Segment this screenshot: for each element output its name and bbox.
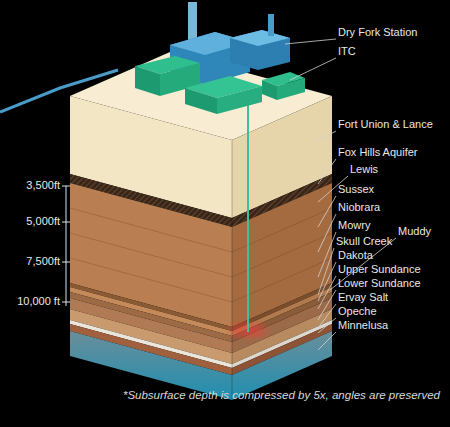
facility-label: ITC	[338, 45, 356, 58]
formation-label: Minnelusa	[338, 319, 388, 332]
power-plant	[135, 2, 305, 114]
capture-module	[135, 66, 160, 96]
formation-label: Dakota	[338, 249, 373, 262]
capture-module	[217, 86, 262, 114]
caption: *Subsurface depth is compressed by 5x, a…	[123, 388, 440, 402]
plant-building	[230, 30, 290, 70]
layer-lines	[70, 208, 232, 302]
formation-label: Lower Sundance	[338, 277, 421, 290]
formation-label: Sussex	[338, 183, 374, 196]
depth-scale	[62, 186, 70, 306]
formation-label: Opeche	[338, 305, 377, 318]
formation-label: Fox Hills Aquifer	[338, 146, 417, 159]
facility-label: Dry Fork Station	[338, 26, 417, 39]
formation-label: Upper Sundance	[338, 263, 421, 276]
left-face	[70, 96, 232, 400]
capture-module	[262, 80, 277, 100]
formation-label: Lewis	[350, 163, 378, 176]
right-face	[232, 96, 332, 400]
stack	[268, 14, 274, 36]
block-edge	[232, 140, 233, 400]
capture-module	[185, 88, 217, 114]
depth-label: 3,500ft	[26, 179, 60, 192]
formation-label: Muddy	[398, 225, 431, 238]
depth-label: 7,500ft	[26, 255, 60, 268]
depth-label: 10,000 ft	[17, 295, 60, 308]
formation-label: Skull Creek	[336, 235, 392, 248]
well-bore	[247, 98, 249, 332]
formation-label: Niobrara	[338, 201, 380, 214]
plant-roof	[230, 30, 290, 46]
capture-module	[277, 78, 305, 100]
leader-lines	[285, 39, 396, 350]
formation-label: Fort Union & Lance	[338, 118, 433, 131]
formation-label: Ervay Salt	[338, 291, 388, 304]
depth-label: 5,000ft	[26, 215, 60, 228]
formation-label: Mowry	[338, 219, 370, 232]
